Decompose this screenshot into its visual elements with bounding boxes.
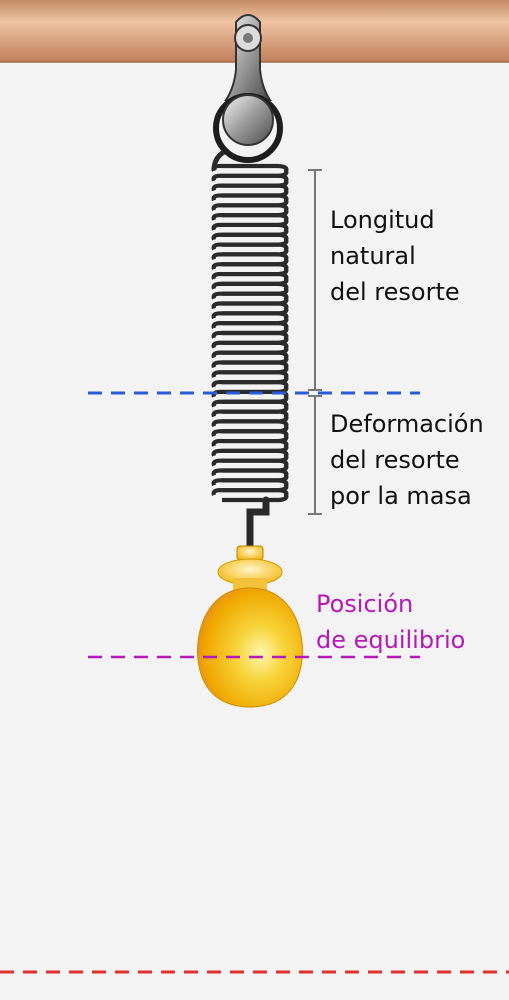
hanging-mass	[197, 545, 303, 708]
equilibrium-label: Posición de equilibrio	[316, 590, 465, 654]
deformation-bracket	[308, 395, 322, 515]
natural-length-label: Longitud natural del resorte	[330, 206, 460, 306]
deformation-label: Deformación del resorte por la masa	[330, 410, 491, 510]
spring-hook-wire	[246, 496, 270, 554]
hanger-hook	[213, 14, 283, 163]
spring-coil	[211, 488, 289, 503]
natural-length-bracket	[308, 169, 322, 391]
spring-coils	[211, 149, 289, 503]
spring-top-wire	[211, 149, 226, 171]
